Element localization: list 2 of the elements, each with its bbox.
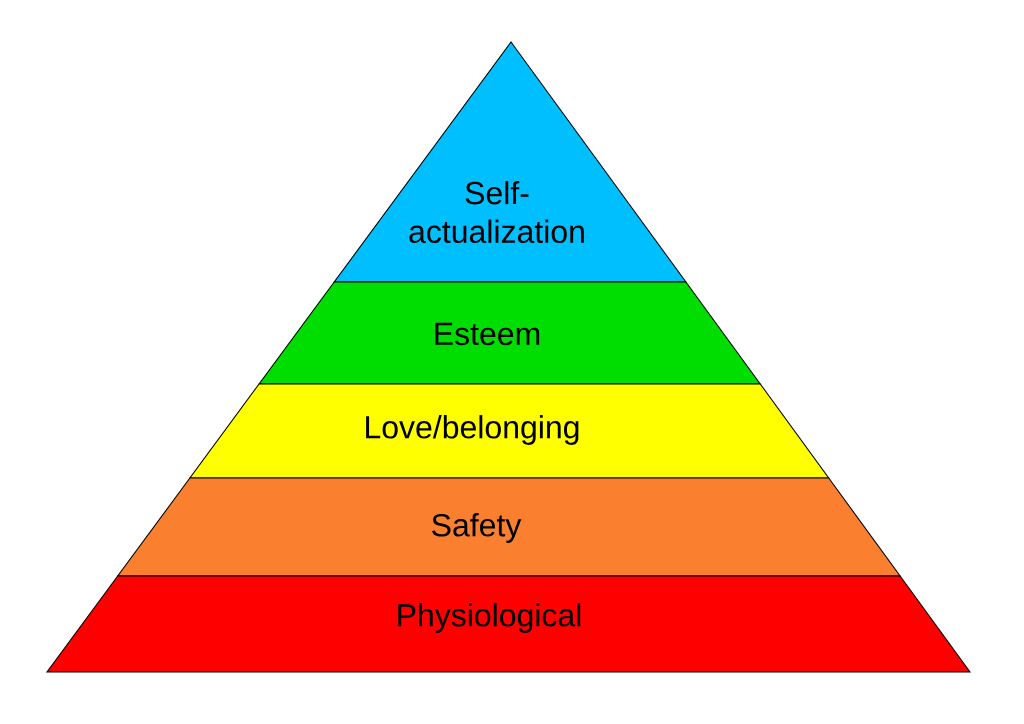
pyramid-level: Self-actualization [333,41,687,283]
pyramid-level: Esteem [258,281,762,385]
